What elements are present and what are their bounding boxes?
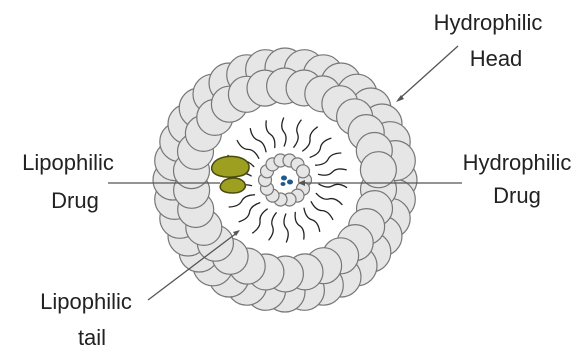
lipophilic-tail xyxy=(316,153,341,165)
core-head xyxy=(297,165,310,178)
lipophilic-tail-label-line1: Lipophilic xyxy=(40,289,132,314)
lipophilic-tail xyxy=(303,127,318,151)
lipophilic-tail xyxy=(295,212,304,239)
hydrophilic-head-label-line1: Hydrophilic xyxy=(434,10,543,35)
lipophilic-drug-blob-1 xyxy=(212,156,249,177)
lipophilic-tail xyxy=(282,118,286,146)
hydrophilic-drug-dot-2 xyxy=(287,180,293,185)
lipophilic-tail xyxy=(229,195,254,207)
lipophilic-tail xyxy=(319,184,347,187)
lipophilic-tail xyxy=(304,208,320,231)
hydrophilic-drug-dot-1 xyxy=(281,176,287,181)
lipophilic-drug-blob-2 xyxy=(220,178,245,193)
lipophilic-tail xyxy=(237,141,259,159)
lipophilic-drug xyxy=(212,156,249,193)
lipophilic-tail xyxy=(294,120,301,147)
lipophilic-tail xyxy=(250,129,266,152)
lipophilic-tail xyxy=(319,169,347,175)
lipophilic-tail xyxy=(311,202,333,220)
lipophilic-tail xyxy=(253,209,268,233)
hydrophilic-drug-dot-3 xyxy=(281,182,286,186)
inner-layer-head xyxy=(360,152,396,188)
lipophilic-tail xyxy=(316,193,342,204)
hydrophilic-drug-label-line2: Drug xyxy=(493,183,541,208)
lipophilic-tail-label-line2: tail xyxy=(78,325,106,350)
hydrophilic-head-label-line2: Head xyxy=(470,46,523,71)
lipophilic-drug-label-line2: Drug xyxy=(51,188,99,213)
lipophilic-tail xyxy=(310,138,331,157)
lipophilic-tail xyxy=(239,203,260,222)
lipophilic-drug-label-line1: Lipophilic xyxy=(22,150,114,175)
pointer-hydrophilic-head xyxy=(398,46,458,100)
lipophilic-tail xyxy=(266,121,275,148)
hydrophilic-drug-label-line1: Hydrophilic xyxy=(463,150,572,175)
lipophilic-tail xyxy=(269,213,276,240)
hydrophilic-drug xyxy=(281,176,294,187)
lipophilic-tail xyxy=(284,214,288,242)
